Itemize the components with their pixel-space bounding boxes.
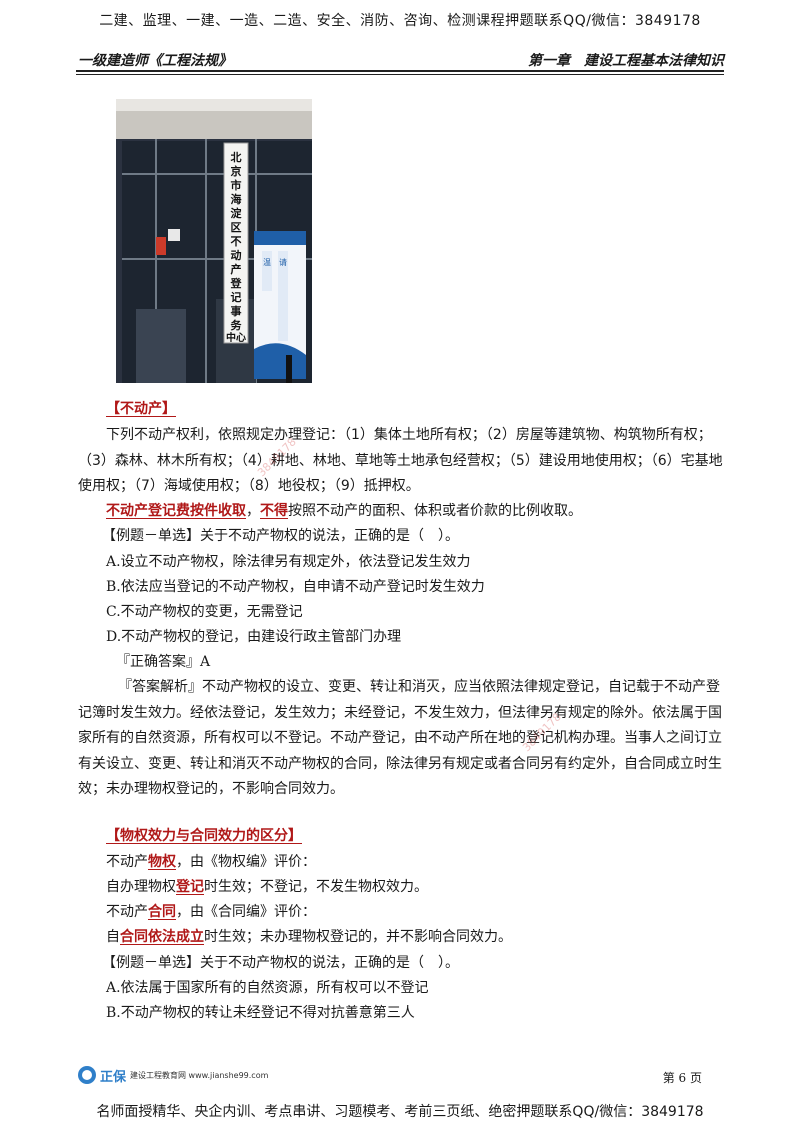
section-title-effect-distinction: 【物权效力与合同效力的区分】 — [106, 828, 302, 844]
header-rule — [76, 70, 724, 72]
svg-text:京: 京 — [231, 164, 242, 178]
svg-text:区: 区 — [231, 221, 242, 234]
footer-logo: 正保 建设工程教育网 www.jianshe99.com — [78, 1064, 268, 1086]
header-rule-thin — [76, 74, 724, 75]
svg-text:市: 市 — [231, 178, 242, 192]
question1-option-c: C.不动产物权的变更，无需登记 — [106, 604, 303, 620]
svg-text:不: 不 — [231, 235, 242, 248]
svg-text:务: 务 — [231, 318, 243, 332]
question1-option-d: D.不动产物权的登记，由建设行政主管部门办理 — [106, 629, 402, 645]
analysis-paragraph: 『答案解析』不动产物权的设立、变更、转让和消灭，应当依照法律规定登记，自记载于不… — [78, 679, 722, 797]
section-title-real-estate: 【不动产】 — [106, 401, 176, 417]
logo-swirl-icon — [78, 1066, 96, 1084]
fee-rule-tail: 按照不动产的面积、体积或者价款的比例收取。 — [288, 503, 582, 519]
fee-rule: 不动产登记费按件收取，不得按照不动产的面积、体积或者价款的比例收取。 — [106, 499, 582, 525]
svg-text:产: 产 — [231, 262, 242, 276]
question1-stem: 【例题－单选】关于不动产物权的说法，正确的是（ ）。 — [102, 528, 459, 544]
svg-text:登: 登 — [230, 276, 243, 290]
real-estate-rights-list: 下列不动产权利，依照规定办理登记：（1）集体土地所有权；（2）房屋等建筑物、构筑… — [78, 423, 724, 500]
svg-text:海: 海 — [231, 192, 242, 206]
svg-text:动: 动 — [231, 248, 242, 262]
top-banner: 二建、监理、一建、一造、二造、安全、消防、咨询、检测课程押题联系QQ/微信：38… — [99, 13, 701, 29]
office-entrance-photo: 北 京 市 海 淀 区 不 动 产 登 记 事 务 中心 温 请 — [116, 99, 312, 383]
svg-text:北: 北 — [231, 150, 242, 164]
rights-paragraph: 下列不动产权利，依照规定办理登记：（1）集体土地所有权；（2）房屋等建筑物、构筑… — [78, 427, 723, 494]
text-span: 时生效；不登记，不发生物权效力。 — [204, 879, 428, 895]
keyword-property-right: 物权 — [148, 854, 176, 870]
keyword-contract-established: 合同依法成立 — [120, 929, 204, 945]
question1-option-a: A.设立不动产物权，除法律另有规定外，依法登记发生效力 — [106, 554, 471, 570]
keyword-contract: 合同 — [148, 904, 176, 920]
text-span: 时生效；未办理物权登记的，并不影响合同效力。 — [204, 929, 512, 945]
header-chapter-title: 第一章 建设工程基本法律知识 — [528, 53, 724, 69]
text-span: ，由《合同编》评价： — [176, 904, 316, 920]
registration-effect-line: 自办理物权登记时生效；不登记，不发生物权效力。 — [106, 875, 428, 901]
fee-rule-emphasis: 不动产登记费按件收取 — [106, 503, 246, 519]
page-number: 第 6 页 — [662, 1071, 702, 1085]
question2-option-a: A.依法属于国家所有的自然资源，所有权可以不登记 — [106, 980, 429, 996]
svg-text:淀: 淀 — [231, 206, 243, 220]
text-span: 自 — [106, 929, 120, 945]
question1-answer: 『正确答案』A — [116, 654, 211, 670]
svg-text:事: 事 — [231, 304, 242, 318]
text-span: ，由《物权编》评价： — [176, 854, 316, 870]
svg-text:记: 记 — [231, 291, 242, 304]
question2-stem: 【例题－单选】关于不动产物权的说法，正确的是（ ）。 — [102, 955, 459, 971]
svg-text:温: 温 — [263, 258, 271, 267]
logo-site-text: 建设工程教育网 www.jianshe99.com — [130, 1070, 269, 1080]
contract-effect-line: 自合同依法成立时生效；未办理物权登记的，并不影响合同效力。 — [106, 925, 512, 951]
question1-analysis: 『答案解析』不动产物权的设立、变更、转让和消灭，应当依照法律规定登记，自记载于不… — [78, 675, 724, 803]
text-span: 不动产 — [106, 854, 148, 870]
bottom-banner: 名师面授精华、央企内训、考点串讲、习题模考、考前三页纸、绝密押题联系QQ/微信：… — [96, 1104, 704, 1120]
logo-brand-text: 正保 — [100, 1069, 127, 1085]
question1-option-b: B.依法应当登记的不动产物权，自申请不动产登记时发生效力 — [106, 579, 485, 595]
question2-option-b: B.不动产物权的转让未经登记不得对抗善意第三人 — [106, 1005, 415, 1021]
text-span: 不动产 — [106, 904, 148, 920]
header-book-title: 一级建造师《工程法规》 — [78, 53, 232, 69]
svg-text:中心: 中心 — [226, 331, 246, 344]
text-span: 自办理物权 — [106, 879, 176, 895]
contract-line: 不动产合同，由《合同编》评价： — [106, 900, 316, 926]
property-right-line: 不动产物权，由《物权编》评价： — [106, 850, 316, 876]
svg-text:请: 请 — [279, 257, 287, 267]
keyword-registration: 登记 — [176, 879, 204, 895]
fee-rule-comma: ， — [246, 503, 260, 519]
fee-rule-forbidden: 不得 — [260, 503, 288, 519]
